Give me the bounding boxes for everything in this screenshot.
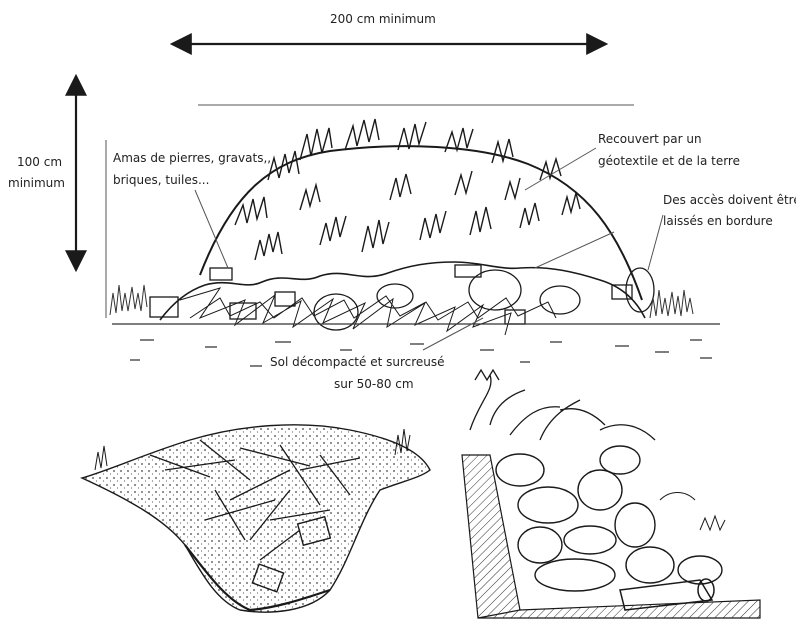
stones-label-line1: Amas de pierres, gravats,, (113, 148, 271, 169)
height-dimension-label-line1: 100 cm (17, 152, 62, 173)
width-dimension-label: 200 cm minimum (330, 9, 436, 30)
access-label-line2: laissés en bordure (663, 211, 773, 232)
cover-label-line2: géotextile et de la terre (598, 151, 740, 172)
stones-label-line2: briques, tuiles... (113, 170, 209, 191)
rubble-pit-sketch (82, 425, 430, 612)
soil-label-line2: sur 50-80 cm (334, 374, 414, 395)
height-dimension-label-line2: minimum (8, 173, 65, 194)
cover-label-line1: Recouvert par un (598, 129, 702, 150)
soil-label-line1: Sol décompacté et surcreusé (270, 352, 445, 373)
access-label-line1: Des accès doivent être (663, 190, 796, 211)
stone-wall-planting-sketch (462, 370, 760, 618)
